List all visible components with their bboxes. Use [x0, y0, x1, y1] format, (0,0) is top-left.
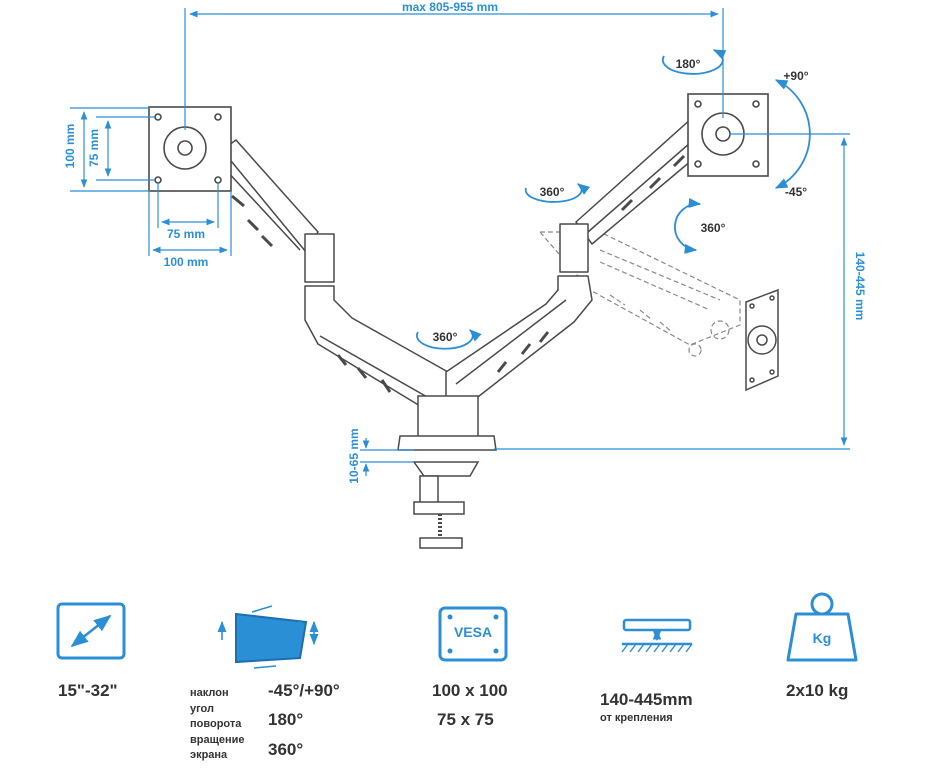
adjust-labels: наклон угол поворота вращение экрана	[190, 686, 264, 764]
rotation-label: вращение экрана	[190, 733, 245, 762]
right-arm	[445, 117, 707, 413]
desk-clamp	[397, 395, 497, 549]
height-value: 140-445mm	[600, 690, 693, 709]
diagonal-arrow-icon	[56, 602, 126, 660]
elbow-rotation-label: 360°	[540, 185, 565, 199]
vesa-icon: VESA	[438, 606, 508, 662]
weight-icon: Kg	[786, 592, 858, 662]
height-adjust-icon	[621, 618, 693, 653]
base-rotation-label: 360°	[433, 330, 458, 344]
screen-size-value: 15"-32"	[58, 681, 118, 700]
vesa-height-inner-label: 75 mm	[87, 129, 101, 167]
height-range-label: 140-445 mm	[853, 252, 867, 321]
vesa-height-outer-label: 100 mm	[63, 124, 77, 169]
svg-text:VESA: VESA	[454, 624, 492, 640]
ghost-monitor-plate	[745, 288, 779, 392]
left-arm	[221, 139, 449, 413]
screen-rotation-icon	[222, 605, 319, 669]
rotation-value: 360°	[268, 740, 304, 759]
swivel-label: угол поворота	[190, 702, 242, 731]
clamp-range-label: 10-65 mm	[347, 428, 361, 483]
swivel-value: 180°	[268, 710, 304, 729]
vesa-value-small: 75 x 75	[437, 710, 494, 729]
tilt-value: -45°/+90°	[268, 681, 340, 700]
svg-text:Kg: Kg	[813, 630, 832, 646]
vesa-value-large: 100 x 100	[432, 681, 508, 700]
height-subtitle: от крепления	[600, 712, 673, 724]
screen-rotation-label: 360°	[701, 221, 726, 235]
swivel-180-label: 180°	[676, 57, 701, 71]
right-vesa-plate	[687, 93, 769, 177]
tilt-plus-label: +90°	[783, 69, 808, 83]
tilt-label: наклон	[190, 687, 229, 699]
vesa-width-outer-label: 100 mm	[164, 255, 209, 269]
width-label: max 805-955 mm	[402, 0, 498, 14]
load-value: 2x10 kg	[786, 681, 849, 700]
dimension-lines	[70, 8, 850, 476]
left-vesa-plate	[148, 106, 232, 192]
vesa-width-inner-label: 75 mm	[167, 227, 205, 241]
rotation-arrows	[415, 49, 811, 350]
tilt-minus-label: -45°	[785, 185, 807, 199]
